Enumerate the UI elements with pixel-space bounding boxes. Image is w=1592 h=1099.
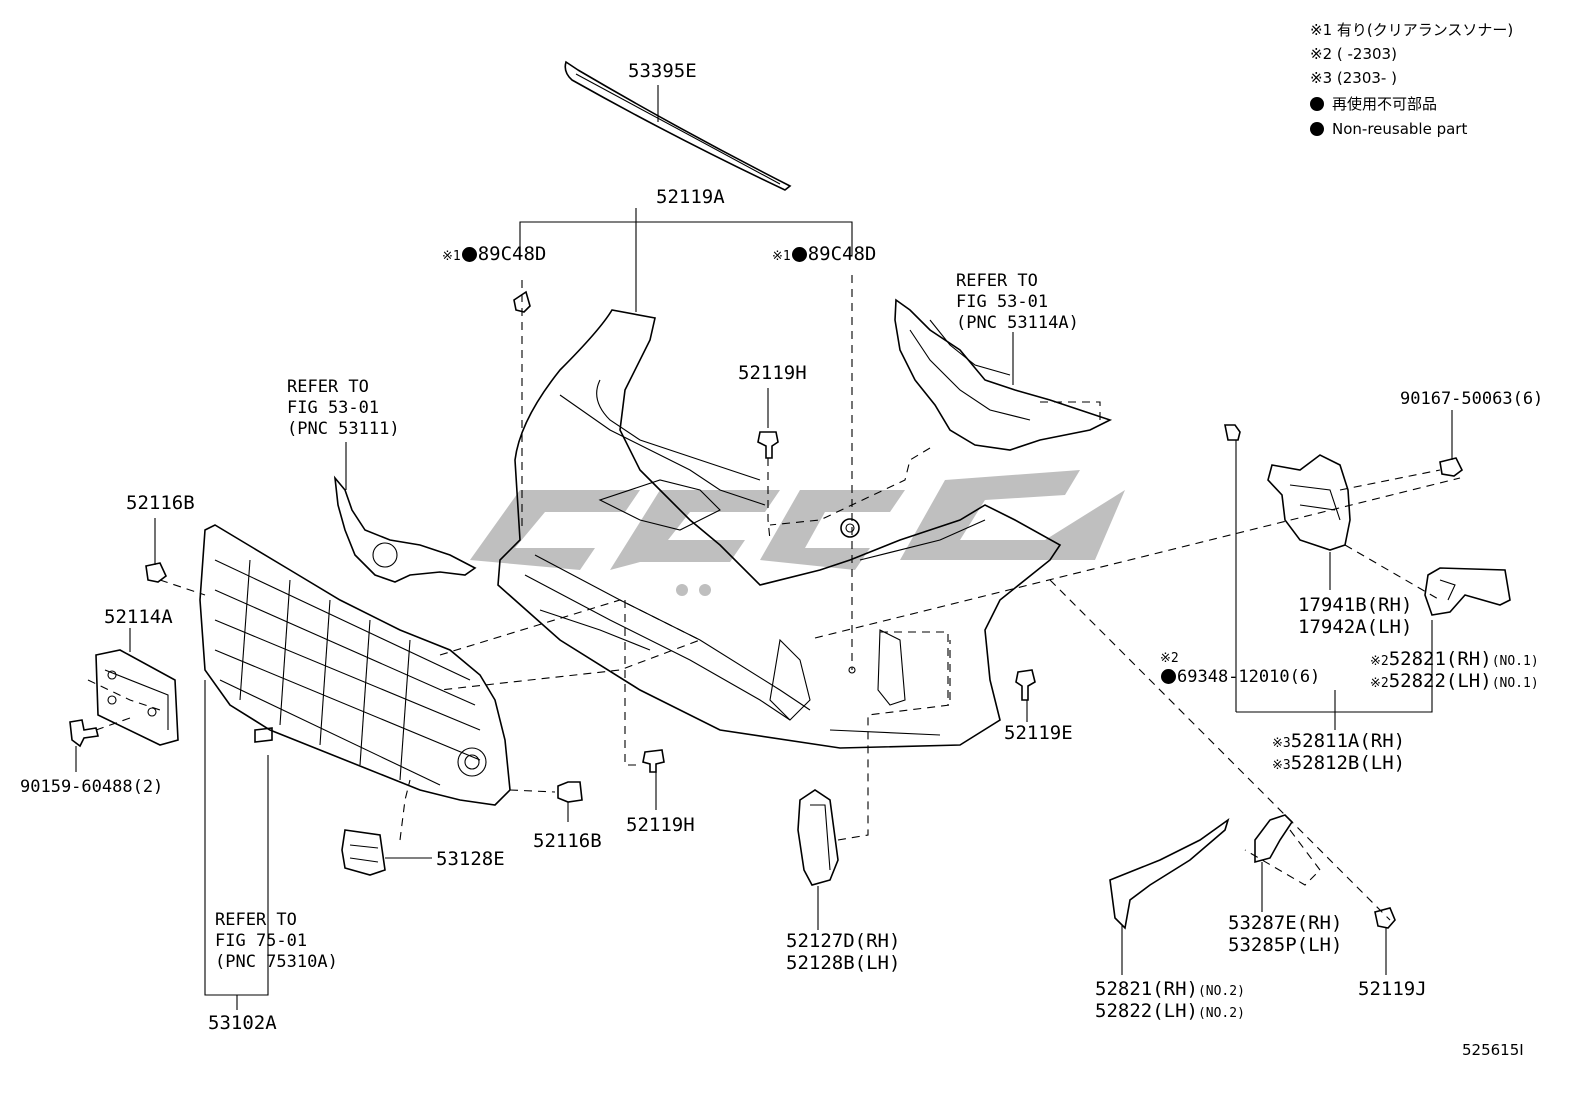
screw-90159 [69, 717, 131, 772]
moulding-53395e [564, 60, 792, 191]
clip-on-grille [254, 727, 273, 743]
label-90167: 90167-50063(6) [1400, 389, 1544, 409]
label-52119a: 52119A [656, 186, 725, 208]
label-52119h-bottom: 52119H [626, 814, 695, 836]
air-guide-52821-no1 [1424, 567, 1511, 616]
reflector-52127d [797, 640, 951, 930]
label-17942a: 17942A(LH) [1298, 616, 1413, 638]
screw-90167 [1439, 410, 1464, 477]
label-53285p: 53285P(LH) [1228, 934, 1343, 956]
clip-52119j [1374, 907, 1396, 975]
label-17941b: 17941B(RH) [1298, 594, 1413, 616]
non-reusable-dot-icon [461, 247, 477, 262]
watermark-logo [470, 470, 1125, 596]
label-52811a: ※352811A(RH) [1272, 730, 1406, 752]
clip-52119h-bottom [624, 600, 665, 810]
label-52119j: 52119J [1358, 978, 1427, 1000]
grille-53102a [199, 524, 511, 806]
refer-53111-line2: FIG 53-01 [287, 398, 380, 418]
bezel-53111 [333, 475, 477, 583]
legend-note-2: ※2 ( -2303) [1310, 45, 1397, 63]
label-52116b-bottom: 52116B [533, 830, 602, 852]
refer-53114a-line2: FIG 53-01 [956, 292, 1049, 312]
refer-53111-line1: REFER TO [287, 377, 369, 397]
label-69348: 69348-12010(6) [1160, 666, 1320, 688]
label-52812b: ※352812B(LH) [1272, 752, 1406, 774]
refer-75310a-line2: FIG 75-01 [215, 931, 308, 951]
trim-52821-no2 [1109, 817, 1230, 975]
label-69348-prefix: ※2 [1160, 651, 1179, 666]
screw-52119e [1015, 669, 1036, 722]
label-53128e: 53128E [436, 848, 505, 870]
label-52821-no2: 52821(RH)(NO.2) [1095, 978, 1245, 1000]
label-90159: 90159-60488(2) [20, 777, 164, 797]
clip-52116b-top [145, 518, 167, 583]
label-52822-no1: ※252822(LH)(NO.1) [1370, 670, 1539, 692]
non-reusable-dot-icon [1161, 669, 1176, 684]
clip-52119h-top [757, 388, 779, 541]
label-52119h-top: 52119H [738, 362, 807, 384]
legend-note-3: ※3 (2303- ) [1310, 69, 1397, 87]
label-52822-no2: 52822(LH)(NO.2) [1095, 1000, 1245, 1022]
bracket-53287e [1244, 814, 1321, 912]
legend-note-5: Non-reusable part [1310, 119, 1467, 139]
refer-53111-line3: (PNC 53111) [287, 419, 400, 439]
clip-89c48d-right [840, 518, 860, 538]
refer-75310a-line3: (PNC 75310A) [215, 952, 338, 972]
label-52114a: 52114A [104, 606, 173, 628]
label-53287e: 53287E(RH) [1228, 912, 1343, 934]
refer-75310a-line1: REFER TO [215, 910, 297, 930]
bumper-cover-52119a [497, 309, 1062, 749]
legend-text-jp: 再使用不可部品 [1332, 95, 1438, 113]
bracket-53114a [769, 298, 1113, 526]
bracket-53128e [341, 779, 432, 876]
non-reusable-dot-icon [1310, 97, 1324, 111]
clip-89c48d-left [513, 290, 531, 313]
label-53102a: 53102A [208, 1012, 277, 1034]
legend-text-en: Non-reusable part [1332, 120, 1468, 138]
figure-id: 525615I [1462, 1041, 1524, 1059]
label-52128b: 52128B(LH) [786, 952, 901, 974]
bracket-17941b [1267, 454, 1351, 551]
label-52127d: 52127D(RH) [786, 930, 901, 952]
refer-53114a-line1: REFER TO [956, 271, 1038, 291]
label-52821-no1: ※252821(RH)(NO.1) [1370, 648, 1539, 670]
legend-note-1: ※1 有り(クリアランスソナー) [1310, 21, 1514, 39]
plate-bracket-52114a [95, 649, 179, 746]
label-52119e: 52119E [1004, 722, 1073, 744]
legend-note-4: 再使用不可部品 [1310, 94, 1437, 114]
clip-52116b-bottom [509, 781, 583, 822]
refer-53114a-line3: (PNC 53114A) [956, 313, 1079, 333]
non-reusable-dot-icon [1310, 122, 1324, 136]
non-reusable-dot-icon [791, 247, 807, 262]
label-52116b-top: 52116B [126, 492, 195, 514]
label-53395e: 53395E [628, 60, 697, 82]
pin-69348 [1224, 424, 1241, 712]
